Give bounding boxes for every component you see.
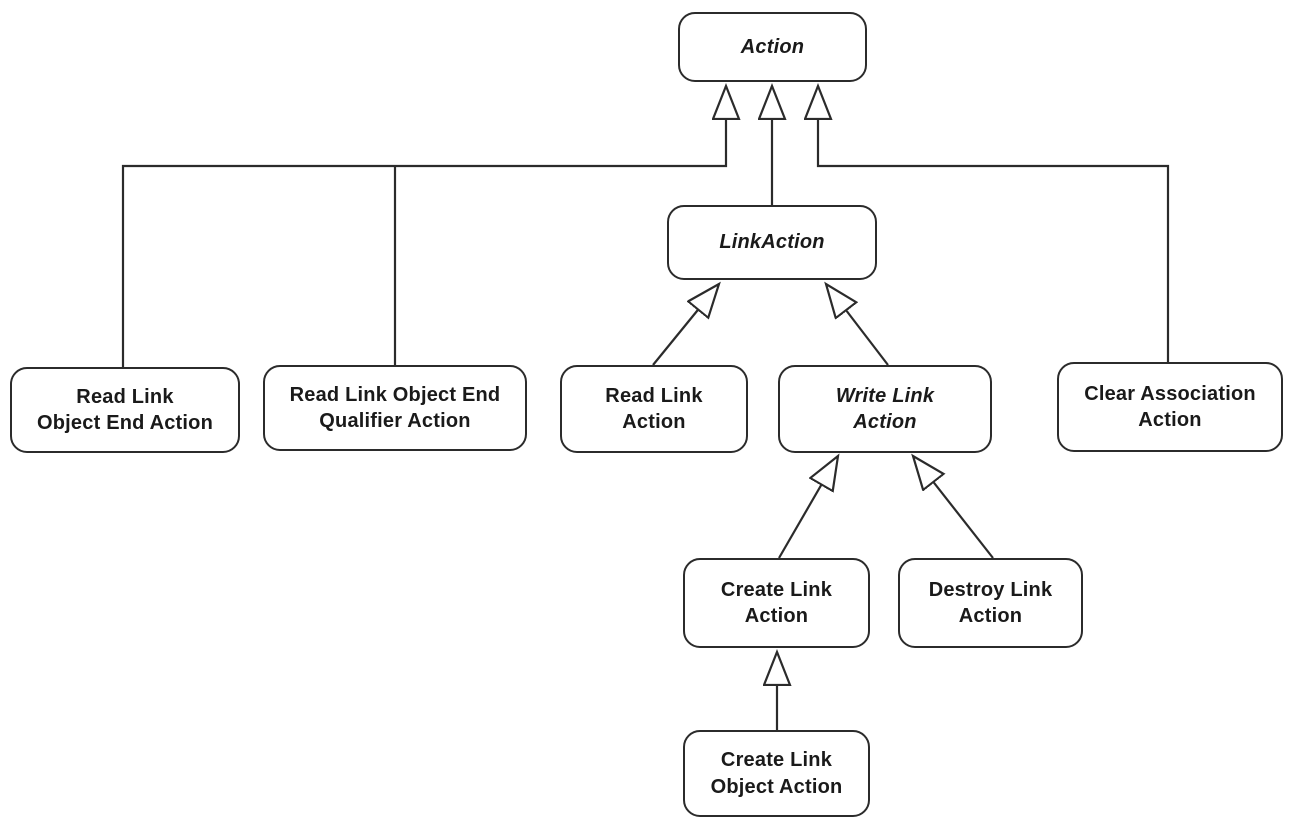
edge-destroy-link-action-to-write-link-action bbox=[913, 456, 994, 559]
node-create-link-object-action: Create Link Object Action bbox=[683, 730, 870, 817]
edge-read-link-action-to-link-action bbox=[652, 284, 719, 366]
node-action: Action bbox=[678, 12, 867, 82]
edge-read-link-object-end-action-to-action bbox=[121, 86, 726, 367]
node-clear-association-action-label: Clear Association Action bbox=[1084, 382, 1256, 431]
node-read-link-object-end-action: Read Link Object End Action bbox=[10, 367, 240, 453]
node-link-action: LinkAction bbox=[667, 205, 877, 280]
node-link-action-label: LinkAction bbox=[719, 231, 825, 254]
node-create-link-action: Create Link Action bbox=[683, 558, 870, 648]
node-write-link-action-label: Write Link Action bbox=[835, 384, 935, 433]
node-create-link-action-label: Create Link Action bbox=[720, 578, 833, 627]
node-action-label: Action bbox=[740, 35, 805, 58]
node-clear-association-action: Clear Association Action bbox=[1057, 362, 1283, 452]
node-read-link-object-end-action-label: Read Link Object End Action bbox=[37, 385, 213, 434]
node-read-link-object-end-qualifier-action-label: Read Link Object End Qualifier Action bbox=[289, 383, 501, 432]
node-destroy-link-action-label: Destroy Link Action bbox=[928, 578, 1053, 627]
edge-clear-association-action-to-action bbox=[818, 86, 1170, 362]
node-create-link-object-action-label: Create Link Object Action bbox=[710, 749, 843, 798]
edge-write-link-action-to-link-action bbox=[826, 284, 889, 366]
node-write-link-action: Write Link Action bbox=[778, 365, 992, 453]
edge-create-link-action-to-write-link-action bbox=[778, 456, 838, 559]
node-read-link-action: Read Link Action bbox=[560, 365, 748, 453]
node-read-link-object-end-qualifier-action: Read Link Object End Qualifier Action bbox=[263, 365, 527, 451]
node-read-link-action-label: Read Link Action bbox=[605, 384, 703, 433]
node-destroy-link-action: Destroy Link Action bbox=[898, 558, 1083, 648]
